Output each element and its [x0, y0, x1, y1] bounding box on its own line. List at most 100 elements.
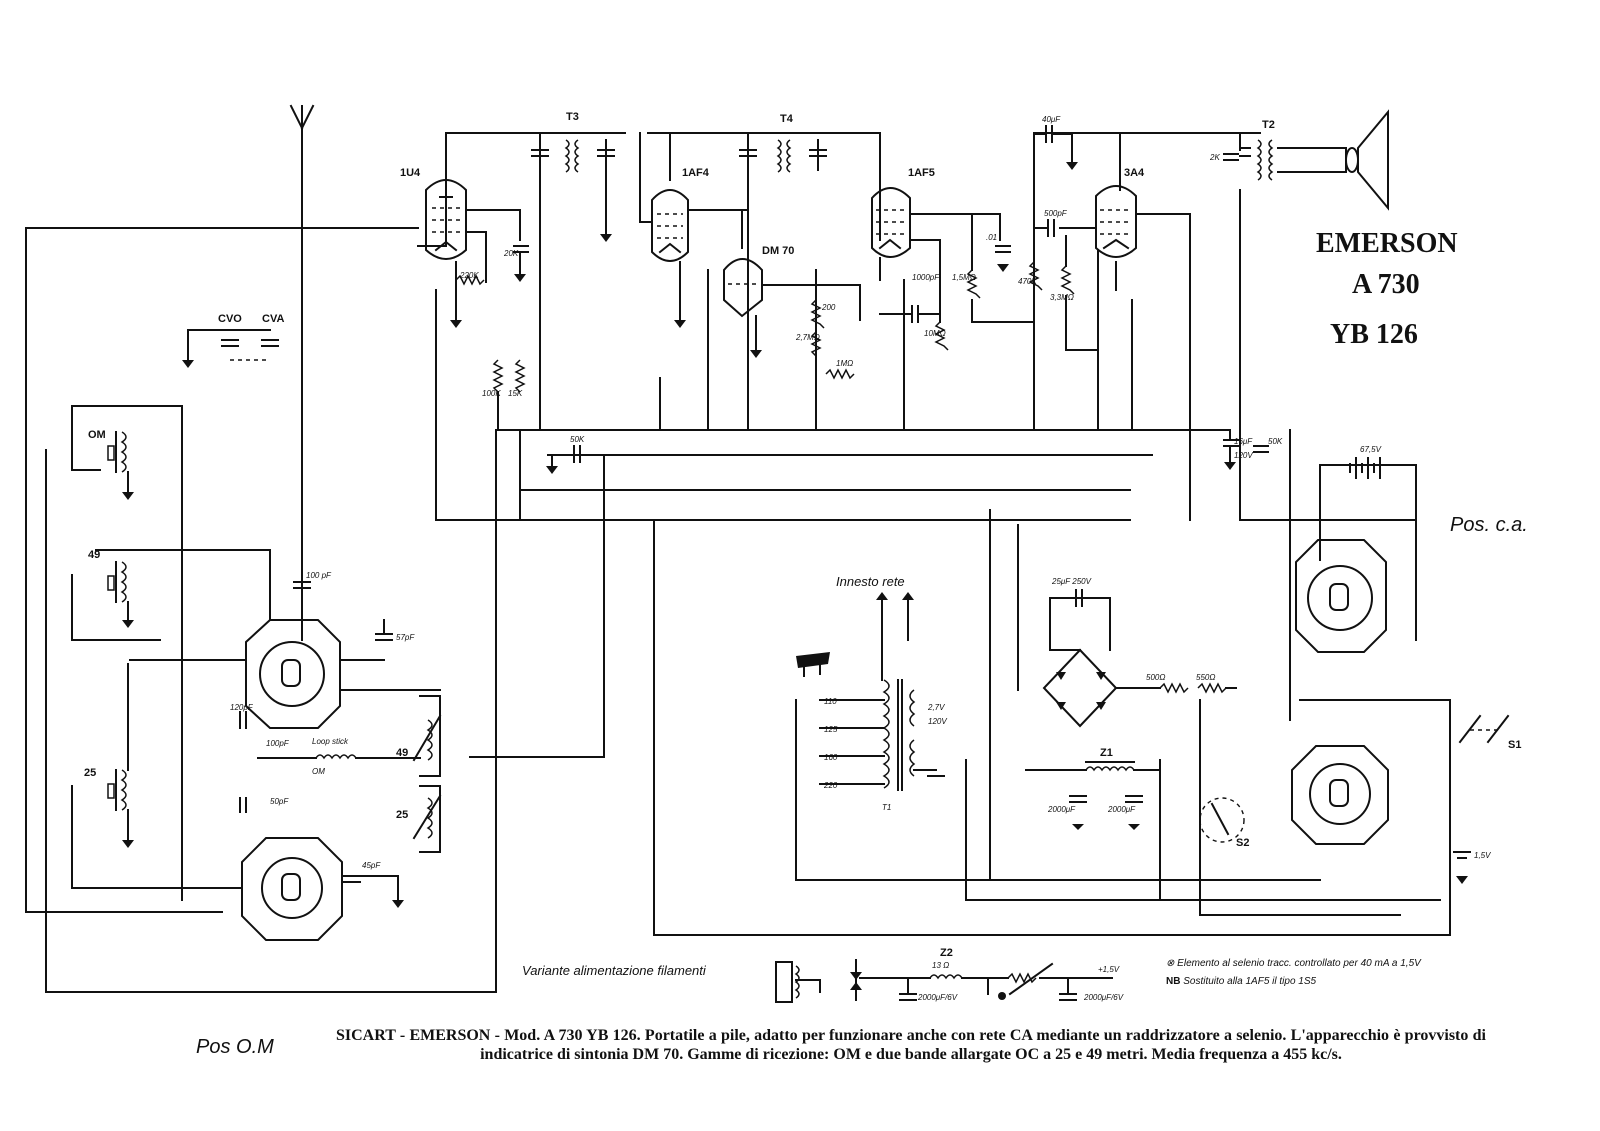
capacitor-16uf	[1223, 439, 1239, 470]
coil-r49-label: 49	[396, 747, 408, 759]
res-10mohm-label: 10MΩ	[924, 329, 946, 338]
speaker-symbol	[1277, 109, 1389, 211]
cap-2000uf-6v-a-label: 2000μF/6V	[917, 993, 958, 1002]
resistor-3-3mohm	[1060, 235, 1099, 351]
res-100k-label: 100K	[482, 389, 501, 398]
loop-stick-label: Loop stick	[312, 737, 349, 746]
capacitor-57pf	[375, 619, 393, 641]
battery-1-5v-label: 1,5V	[1474, 851, 1491, 860]
mains-tap-110: 110	[824, 697, 837, 706]
output-transformer-t2	[1239, 139, 1274, 181]
coil-r25-label: 25	[396, 809, 408, 821]
resistor-100k	[492, 359, 504, 431]
coil-r49	[412, 695, 442, 777]
cap-2000uf-label: 2000μF	[1047, 805, 1076, 814]
switch-s2	[1199, 797, 1245, 843]
if-transformer-t4-label: T4	[780, 113, 794, 125]
filament-variant-circuit	[775, 959, 1113, 1003]
cap-100pf-label: 100 pF	[306, 571, 332, 580]
coil-49-label: 49	[88, 549, 100, 561]
wave-switch-lower	[241, 837, 404, 941]
mains-tap-160: 160	[824, 753, 838, 762]
cap-40uf-label: 40μF	[1042, 115, 1061, 124]
if-transformer-t3	[531, 139, 615, 242]
res-550-label: 550Ω	[1196, 673, 1215, 682]
tube-1af4	[639, 132, 749, 328]
resistor-1-5mohm	[966, 213, 1035, 323]
v-120b-label: 120V	[928, 717, 947, 726]
res-220k-label: 220K	[459, 271, 479, 280]
capacitor-25uf-250v	[1075, 589, 1083, 607]
wave-switch-right	[1291, 745, 1389, 845]
cap-45pf-label: 45pF	[362, 861, 381, 870]
caption: SICART - EMERSON - Mod. A 730 YB 126. Po…	[336, 1027, 1486, 1063]
mains-transformer-label: T1	[882, 803, 891, 812]
brand-model-line: A 730	[1352, 269, 1420, 300]
wave-switch-upper	[129, 619, 441, 729]
tube-dm70	[723, 211, 861, 358]
resistor-220k	[455, 274, 485, 286]
battery-67v	[1349, 457, 1381, 479]
antenna-symbol	[289, 104, 315, 641]
loop-stick	[257, 754, 421, 760]
resistor-550	[1197, 682, 1237, 694]
battery-67v-label: 67,5V	[1360, 445, 1382, 454]
brand-name: EMERSON	[1316, 228, 1458, 259]
res-2-7mohm-label: 2,7MΩ	[795, 333, 820, 342]
cap-50pf-label: 50pF	[270, 797, 289, 806]
switch-s1-label: S1	[1508, 739, 1521, 751]
tube-dm70-label: DM 70	[762, 245, 794, 257]
tube-1af5-label: 1AF5	[908, 167, 935, 179]
mains-plug	[796, 652, 830, 677]
capacitor-45pf	[343, 875, 361, 883]
resistor-2-7mohm	[810, 331, 822, 357]
tube-1u4	[425, 169, 521, 328]
cap-50k-b-label: 50K	[1268, 437, 1283, 446]
main-wiring	[25, 132, 1451, 993]
tube-1u4-label: 1U4	[400, 167, 421, 179]
tuning-capacitor	[182, 329, 279, 368]
note-tube-sub-mark: NB	[1166, 976, 1181, 987]
tuning-cva-label: CVA	[262, 313, 284, 325]
capacitor-20k	[513, 245, 529, 282]
resistor-470k	[1028, 261, 1043, 291]
position-ca-label: Pos. c.a.	[1450, 514, 1528, 536]
position-om-label: Pos O.M	[196, 1036, 274, 1058]
coil-om-label: OM	[88, 429, 106, 441]
cap-1000pf-label: 1000pF	[912, 273, 940, 282]
choke-z2-value: 13 Ω	[932, 961, 949, 970]
resistor-200	[810, 299, 825, 329]
bridge-rectifier	[1042, 597, 1161, 728]
tube-3a4	[1059, 185, 1191, 521]
if-transformer-t3-label: T3	[566, 111, 579, 123]
capacitor-50pf	[239, 797, 247, 813]
cap-25uf-label: 25μF 250V	[1051, 577, 1092, 586]
note-selenium: ⊗ Elemento al selenio tracc. controllato…	[1166, 958, 1421, 969]
res-15k-label: 15K	[508, 389, 523, 398]
capacitor-01	[995, 245, 1011, 272]
cap-57pf-label: 57pF	[396, 633, 415, 642]
mains-tap-220: 220	[823, 781, 838, 790]
res-3-3mohm-label: 3,3MΩ	[1050, 293, 1074, 302]
note-selenium-mark: ⊗	[1166, 958, 1175, 969]
variant-label: Variante alimentazione filamenti	[522, 963, 706, 978]
capacitor-50k-b	[1253, 445, 1269, 453]
capacitor-40uf	[1033, 125, 1078, 170]
switch-s1	[1458, 714, 1510, 744]
resistor-10mohm	[934, 239, 949, 351]
switch-s2-label: S2	[1236, 837, 1249, 849]
cap-16uf-label: 16μF	[1234, 437, 1253, 446]
cap-120v-label: 120V	[1234, 451, 1253, 460]
cap-120pf-label: 120pF	[230, 703, 254, 712]
coil-25	[71, 663, 241, 889]
v-15b-label: +1,5V	[1098, 965, 1120, 974]
note-tube-sub: NB Sostituito alla 1AF5 il tipo 1S5	[1166, 976, 1316, 987]
tuning-cvo-label: CVO	[218, 313, 242, 325]
res-1-5mohm-label: 1,5MΩ	[952, 273, 976, 282]
res-1mohm-label: 1MΩ	[836, 359, 853, 368]
brand-model-code: YB 126	[1330, 319, 1418, 350]
cap-2000uf-6v-b-label: 2000μF/6V	[1083, 993, 1124, 1002]
res-200-label: 200	[821, 303, 836, 312]
